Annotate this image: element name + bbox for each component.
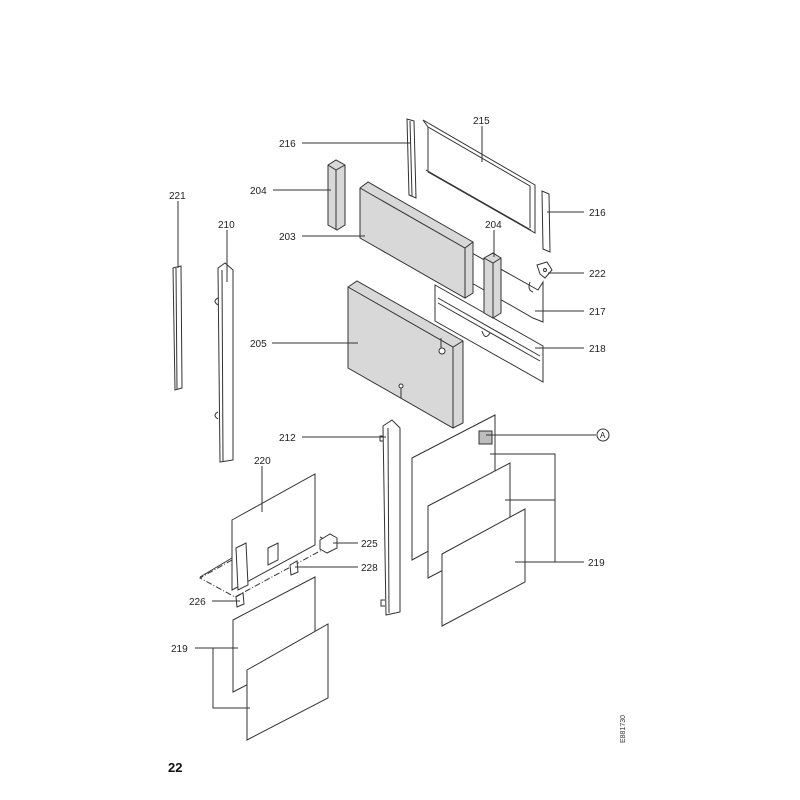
callout-a-circle — [596, 428, 610, 442]
label-210: 210 — [218, 220, 235, 231]
leader-lines — [177, 126, 596, 709]
label-205: 205 — [250, 339, 267, 350]
label-218: 218 — [589, 344, 606, 355]
part-226-clip — [235, 592, 245, 608]
label-225: 225 — [361, 539, 378, 550]
part-225-clip — [319, 533, 338, 554]
label-221: 221 — [169, 191, 186, 202]
label-216-right: 216 — [589, 208, 606, 219]
label-217: 217 — [589, 307, 606, 318]
part-222-bracket — [536, 261, 553, 279]
label-222: 222 — [589, 269, 606, 280]
part-212-rail — [379, 419, 401, 616]
part-204-right-block — [483, 252, 502, 319]
drawing-code: E881730 — [620, 715, 627, 743]
part-219-glass-panels-left — [232, 576, 329, 741]
label-204-right: 204 — [485, 220, 502, 231]
label-219-left: 219 — [171, 644, 188, 655]
label-220: 220 — [254, 456, 271, 467]
part-216-right-strip — [541, 190, 551, 253]
page-number: 22 — [168, 760, 183, 775]
callout-a-label: A — [600, 431, 606, 440]
part-203-insulation-block — [359, 181, 474, 299]
part-228-clip — [289, 560, 299, 576]
part-216-left-strip — [406, 118, 417, 199]
part-221-strip — [172, 265, 183, 391]
label-219-right: 219 — [588, 558, 605, 569]
label-204-left: 204 — [250, 186, 267, 197]
label-215: 215 — [473, 116, 490, 127]
part-220-panel — [198, 473, 335, 598]
label-216-left: 216 — [279, 139, 296, 150]
part-215-frame — [422, 119, 536, 234]
label-228: 228 — [361, 563, 378, 574]
part-218-plate — [434, 284, 544, 383]
label-203: 203 — [279, 232, 296, 243]
label-226: 226 — [189, 597, 206, 608]
part-210-side-rail — [214, 262, 234, 463]
part-205-insulation-block — [347, 280, 464, 429]
part-219-glass-panels-right — [411, 414, 526, 627]
label-sticker-a — [478, 430, 493, 445]
part-204-left-block — [327, 159, 346, 231]
label-212: 212 — [279, 433, 296, 444]
